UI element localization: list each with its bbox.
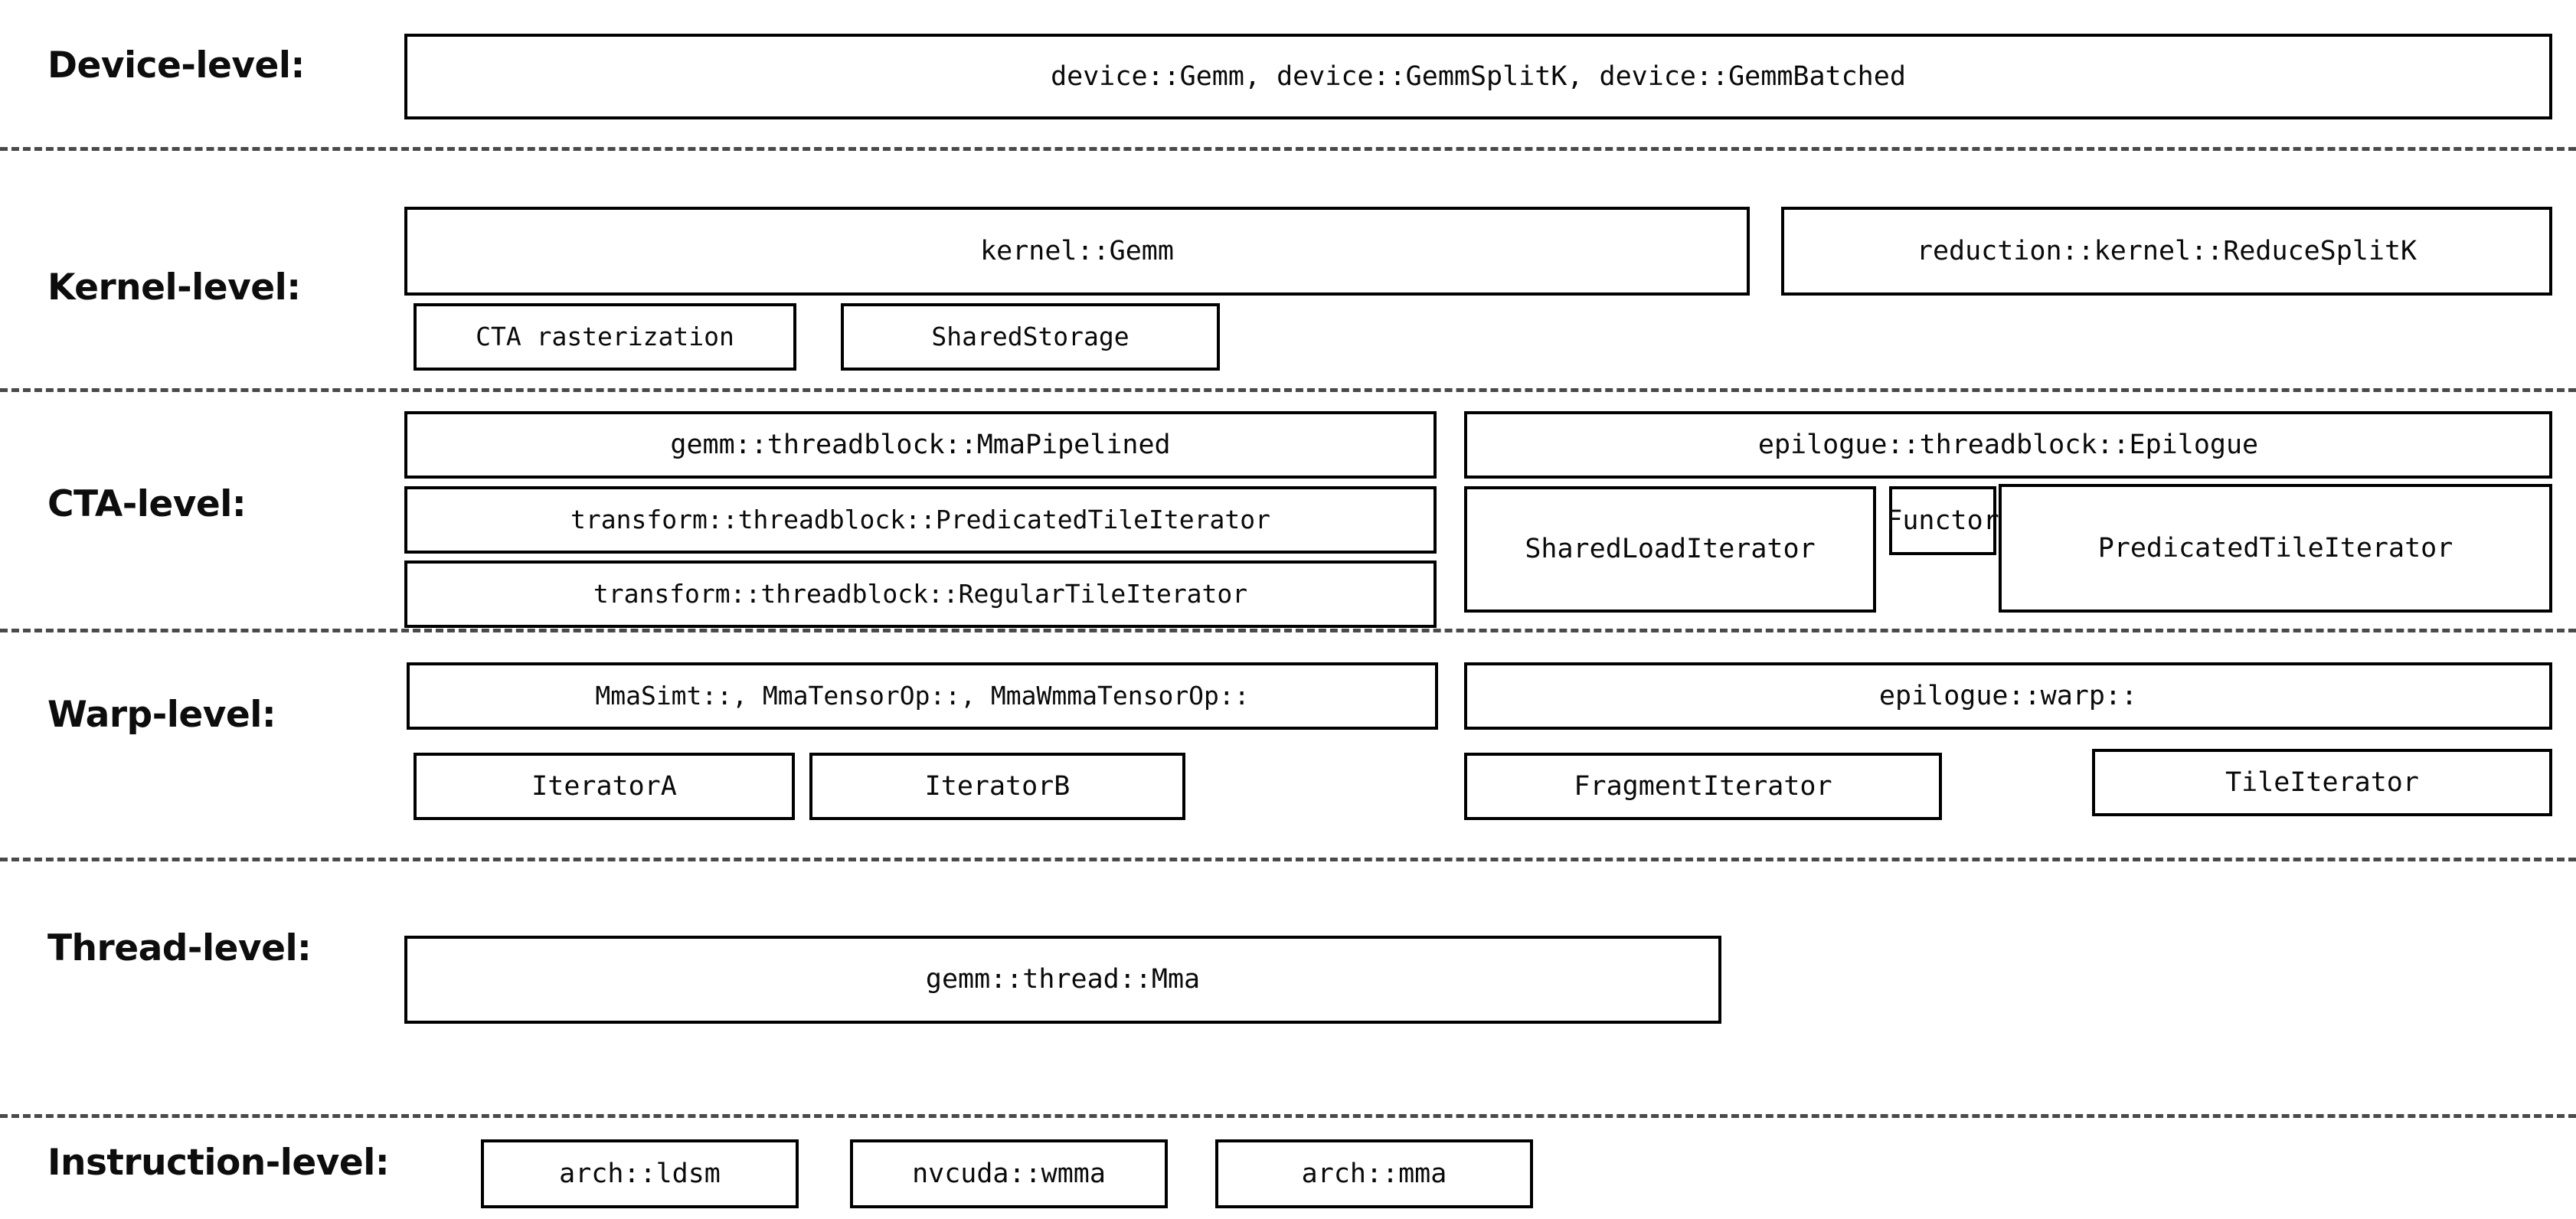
node-mma-pipelined[interactable]: gemm::threadblock::MmaPipelined xyxy=(404,411,1437,479)
node-regular-tile-iterator-threadblock[interactable]: transform::threadblock::RegularTileItera… xyxy=(404,560,1437,628)
level-label-device: Device-level: xyxy=(47,44,305,87)
divider-warp-thread xyxy=(0,858,2576,861)
node-cta-rasterization[interactable]: CTA rasterization xyxy=(414,303,796,371)
node-tile-iterator[interactable]: TileIterator xyxy=(2092,749,2552,816)
node-predicated-tile-iterator-threadblock[interactable]: transform::threadblock::PredicatedTileIt… xyxy=(404,486,1437,554)
divider-kernel-cta xyxy=(0,388,2576,392)
node-tile-iterator-label: TileIterator xyxy=(2225,766,2419,798)
node-functor-label: Functor xyxy=(1886,505,1999,536)
node-epilogue-threadblock[interactable]: epilogue::threadblock::Epilogue xyxy=(1464,411,2552,479)
node-cta-rasterization-label: CTA rasterization xyxy=(476,321,734,351)
divider-cta-warp xyxy=(0,629,2576,632)
node-arch-ldsm[interactable]: arch::ldsm xyxy=(481,1139,799,1208)
node-shared-storage[interactable]: SharedStorage xyxy=(841,303,1220,371)
node-device-gemm-label: device::Gemm, device::GemmSplitK, device… xyxy=(1051,60,1906,92)
node-functor[interactable]: Functor xyxy=(1886,486,1999,555)
node-kernel-gemm-label: kernel::Gemm xyxy=(980,235,1174,266)
node-reduction-reduce-splitk[interactable]: reduction::kernel::ReduceSplitK xyxy=(1781,207,2552,296)
node-predicated-tile-iterator-epilogue-label: PredicatedTileIterator xyxy=(2097,532,2453,564)
node-nvcuda-wmma[interactable]: nvcuda::wmma xyxy=(850,1139,1168,1208)
node-iterator-b-label: IteratorB xyxy=(924,770,1071,802)
level-label-cta: CTA-level: xyxy=(47,483,247,525)
node-regular-tile-iterator-threadblock-label: transform::threadblock::RegularTileItera… xyxy=(593,578,1248,609)
node-iterator-a-label: IteratorA xyxy=(531,770,677,802)
node-epilogue-warp-label: epilogue::warp:: xyxy=(1878,680,2138,711)
node-thread-mma-label: gemm::thread::Mma xyxy=(925,964,1201,995)
node-mma-pipelined-label: gemm::threadblock::MmaPipelined xyxy=(670,429,1171,460)
node-arch-mma-label: arch::mma xyxy=(1301,1158,1447,1189)
level-label-instruction: Instruction-level: xyxy=(47,1142,390,1184)
node-thread-mma[interactable]: gemm::thread::Mma xyxy=(404,936,1721,1024)
node-shared-storage-label: SharedStorage xyxy=(931,321,1129,351)
level-label-kernel: Kernel-level: xyxy=(47,266,301,309)
node-fragment-iterator-label: FragmentIterator xyxy=(1574,770,1832,802)
node-iterator-b[interactable]: IteratorB xyxy=(809,753,1185,820)
node-device-gemm[interactable]: device::Gemm, device::GemmSplitK, device… xyxy=(404,34,2552,119)
node-predicated-tile-iterator-threadblock-label: transform::threadblock::PredicatedTileIt… xyxy=(570,504,1270,534)
divider-device-kernel xyxy=(0,147,2576,151)
node-epilogue-warp[interactable]: epilogue::warp:: xyxy=(1464,662,2552,730)
node-arch-ldsm-label: arch::ldsm xyxy=(559,1158,721,1189)
node-reduction-reduce-splitk-label: reduction::kernel::ReduceSplitK xyxy=(1916,235,2417,266)
node-iterator-a[interactable]: IteratorA xyxy=(414,753,795,820)
node-warp-mma-variants-label: MmaSimt::, MmaTensorOp::, MmaWmmaTensorO… xyxy=(595,680,1250,711)
node-fragment-iterator[interactable]: FragmentIterator xyxy=(1464,753,1942,820)
node-nvcuda-wmma-label: nvcuda::wmma xyxy=(912,1158,1106,1189)
node-arch-mma[interactable]: arch::mma xyxy=(1215,1139,1533,1208)
divider-thread-instruction xyxy=(0,1114,2576,1118)
level-label-warp: Warp-level: xyxy=(47,694,276,736)
node-shared-load-iterator-label: SharedLoadIterator xyxy=(1525,534,1816,565)
node-kernel-gemm[interactable]: kernel::Gemm xyxy=(404,207,1750,296)
level-label-thread: Thread-level: xyxy=(47,927,312,969)
node-warp-mma-variants[interactable]: MmaSimt::, MmaTensorOp::, MmaWmmaTensorO… xyxy=(407,662,1438,730)
node-shared-load-iterator[interactable]: SharedLoadIterator xyxy=(1464,486,1876,613)
node-predicated-tile-iterator-epilogue[interactable]: PredicatedTileIterator xyxy=(1999,484,2552,613)
node-epilogue-threadblock-label: epilogue::threadblock::Epilogue xyxy=(1757,429,2259,460)
